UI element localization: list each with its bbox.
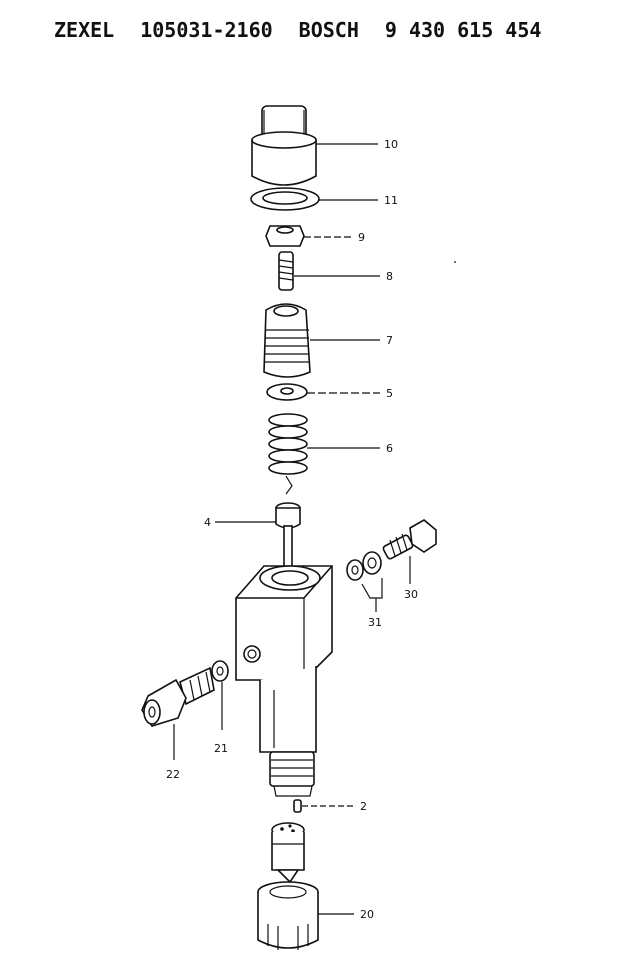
part-6-pressure-spring [268,413,308,495]
zexel-part-number: 105031-2160 [140,18,273,42]
callout-31: 31 [368,616,382,629]
part-5-shim [266,383,308,401]
part-10-cap-nut [251,105,317,186]
callout-5: 5 [386,387,393,400]
part-7-spring-retainer [263,303,311,378]
callout-2: 2 [360,800,367,813]
part-30-connector-bolt [382,519,437,560]
callout-11: 11 [384,194,398,207]
part-22-inlet-connector [141,666,215,727]
bosch-part-number: 9 430 615 454 [384,18,542,42]
callout-20: 20 [360,908,374,921]
part-21-gasket [211,660,229,682]
brand-bosch: BOSCH [298,18,359,42]
callout-21: 21 [214,742,228,755]
callout-8: 8 [386,270,393,283]
callout-7: 7 [386,334,393,347]
callout-22: 22 [166,768,180,781]
callout-30: 30 [404,588,418,601]
part-31-sealing-washers [346,551,383,599]
nozzle-holder-body [235,565,333,753]
callout-6: 6 [386,442,393,455]
callout-4: 4 [204,516,211,529]
part-2-dowel-pin [293,799,302,813]
part-9-lock-nut [265,225,305,247]
callout-9: 9 [358,231,365,244]
part-8-adjusting-screw [278,251,294,291]
callout-10: 10 [384,138,398,151]
body-thread [269,751,315,797]
drawing-title: ZEXEL 105031-2160 BOSCH 9 430 615 454 [54,18,567,42]
part-11-washer [250,187,320,211]
nozzle-assembly [271,822,305,884]
part-20-retaining-nut [257,881,319,950]
brand-zexel: ZEXEL [54,18,115,42]
scan-speck [454,261,456,263]
